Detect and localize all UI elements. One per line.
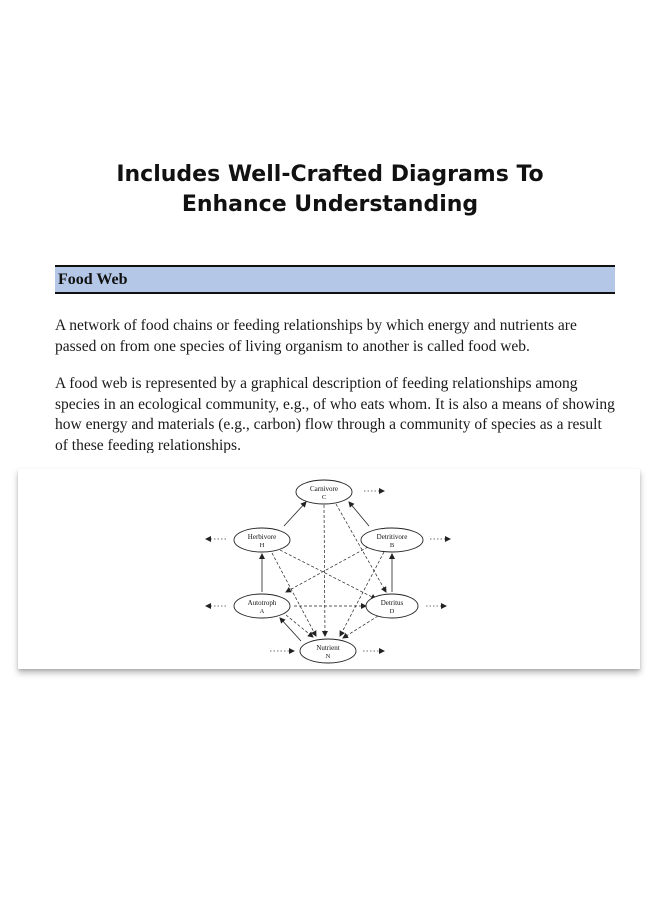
- node-detritus: Detritus D: [365, 593, 419, 619]
- node-autotroph-code: A: [260, 608, 265, 615]
- node-autotroph-label: Autotroph: [248, 599, 277, 607]
- edge-detritus-nutrient: [342, 615, 379, 639]
- food-web-diagram-card: Carnivore C Herbivore H Detritivore B Au…: [18, 469, 640, 669]
- edge-herbivore-nutrient: [271, 552, 317, 637]
- external-flows: [205, 488, 451, 654]
- node-nutrient-label: Nutrient: [316, 644, 339, 652]
- food-web-diagram: Carnivore C Herbivore H Detritivore B Au…: [205, 479, 451, 664]
- edge-nutrient-autotroph: [279, 617, 302, 642]
- section-heading: Food Web: [55, 265, 615, 294]
- edge-detritivore-nutrient: [339, 551, 385, 637]
- headline-line-1: Includes Well-Crafted Diagrams To: [116, 162, 544, 187]
- node-carnivore: Carnivore C: [295, 479, 353, 505]
- dashed-edges: [271, 503, 387, 639]
- node-detritus-label: Detritus: [381, 599, 404, 607]
- edge-carnivore-detritus: [335, 503, 387, 593]
- edge-detritivore-carnivore: [348, 501, 370, 527]
- node-carnivore-label: Carnivore: [310, 485, 338, 493]
- page-headline: Includes Well-Crafted Diagrams To Enhanc…: [0, 160, 660, 220]
- document-excerpt: Food Web A network of food chains or fee…: [55, 265, 615, 453]
- node-autotroph: Autotroph A: [233, 593, 291, 619]
- paragraph-description: A food web is represented by a graphical…: [55, 375, 615, 453]
- node-herbivore: Herbivore H: [233, 527, 291, 553]
- node-herbivore-code: H: [260, 542, 265, 549]
- edge-autotroph-nutrient-dash: [285, 614, 314, 638]
- edge-detritivore-herbivore: [285, 546, 369, 593]
- node-detritivore-label: Detritivore: [377, 533, 408, 541]
- node-carnivore-code: C: [322, 494, 326, 501]
- edge-herbivore-detritus: [279, 549, 377, 600]
- node-detritivore-code: B: [390, 542, 395, 549]
- edge-carnivore-nutrient: [321, 504, 328, 637]
- edge-herbivore-carnivore: [283, 501, 307, 527]
- node-detritus-code: D: [390, 608, 395, 615]
- node-herbivore-label: Herbivore: [248, 533, 276, 541]
- solid-edges: [259, 501, 395, 642]
- node-nutrient-code: N: [326, 653, 331, 660]
- headline-line-2: Enhance Understanding: [181, 192, 479, 217]
- node-nutrient: Nutrient N: [299, 638, 357, 664]
- node-detritivore: Detritivore B: [360, 527, 424, 553]
- paragraph-definition: A network of food chains or feeding rela…: [55, 317, 577, 355]
